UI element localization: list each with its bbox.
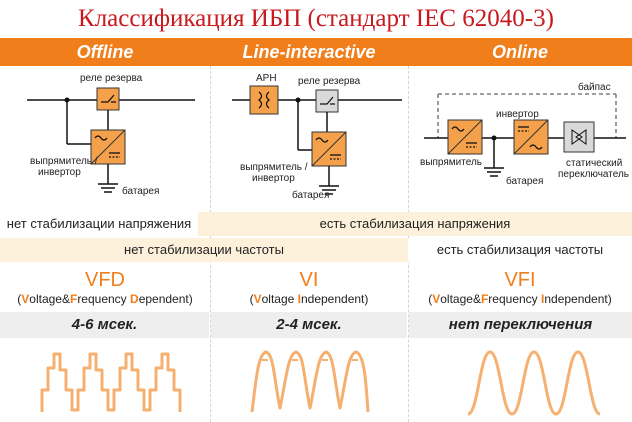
offline-diagram	[27, 87, 195, 193]
label-rectifier: выпрямитель /	[240, 162, 308, 173]
label-bypass: байпас	[578, 82, 611, 93]
line-interactive-diagram	[232, 85, 402, 195]
label-relay: реле резерва	[80, 73, 143, 84]
code-offline: VFD	[85, 269, 125, 291]
waveform-online	[467, 350, 601, 416]
waveform-line-interactive	[250, 350, 370, 413]
label-rectifier: выпрямитель	[420, 157, 482, 168]
band-voltage-none: нет стабилизации напряжения	[0, 212, 198, 236]
header-line-interactive: Line-interactive	[210, 38, 408, 66]
waveform-offline	[40, 352, 182, 412]
desc-offline: (Voltage&Frequency Dependent)	[17, 292, 193, 306]
label-relay: реле резерва	[298, 76, 361, 87]
relay-block	[315, 89, 339, 113]
label-static-switch-2: переключатель	[558, 169, 629, 180]
label-battery: батарея	[506, 176, 544, 187]
band-freq-none: нет стабилизации частоты	[0, 238, 408, 262]
desc-line-interactive: (Voltage Independent)	[249, 292, 369, 306]
label-battery: батарея	[292, 190, 330, 201]
online-diagram	[424, 93, 626, 177]
band-voltage-yes: есть стабилизация напряжения	[198, 212, 632, 236]
static-switch-block	[563, 121, 595, 153]
label-avr: АРН	[256, 73, 277, 84]
time-online: нет переключения	[409, 312, 632, 338]
label-static-switch: статический	[566, 158, 623, 169]
desc-online: (Voltage&Frequency Independent)	[428, 292, 612, 306]
time-offline: 4-6 мсек.	[0, 312, 209, 338]
avr-block	[249, 85, 279, 115]
header-offline: Offline	[0, 38, 210, 66]
label-battery: батарея	[122, 186, 160, 197]
header-online: Online	[408, 38, 632, 66]
label-inverter: инвертор	[38, 167, 81, 178]
code-line-interactive: VI	[299, 269, 319, 291]
band-freq-yes: есть стабилизация частоты	[408, 238, 632, 262]
time-line-interactive: 2-4 мсек.	[211, 312, 407, 338]
page-title: Классификация ИБП (стандарт IEC 62040-3)	[78, 5, 554, 32]
relay-block	[96, 87, 120, 111]
label-inverter: инвертор	[496, 109, 539, 120]
label-inverter: инвертор	[252, 173, 295, 184]
code-online: VFI	[504, 269, 536, 291]
label-rectifier: выпрямитель /	[30, 156, 98, 167]
